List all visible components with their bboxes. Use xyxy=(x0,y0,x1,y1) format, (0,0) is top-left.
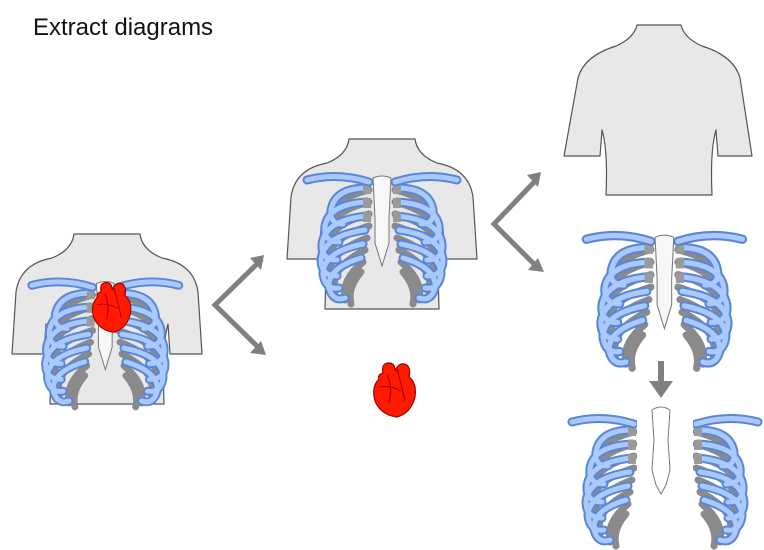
sternum-shape xyxy=(651,406,671,496)
full-chest-figure xyxy=(11,233,203,407)
fork-arrow-icon xyxy=(490,172,544,272)
page-title: Extract diagrams xyxy=(33,14,214,41)
ribcage-only-figure xyxy=(586,235,742,368)
down-arrow-icon xyxy=(649,361,673,398)
torso-shape xyxy=(563,24,753,196)
heart-organ-icon xyxy=(373,362,416,418)
separated-ribcage-figure xyxy=(572,406,758,546)
torso-only-figure xyxy=(563,24,753,196)
fork-arrow-icon xyxy=(211,255,266,355)
ribcage-shape xyxy=(586,235,742,368)
chest-without-heart-figure xyxy=(286,138,478,310)
